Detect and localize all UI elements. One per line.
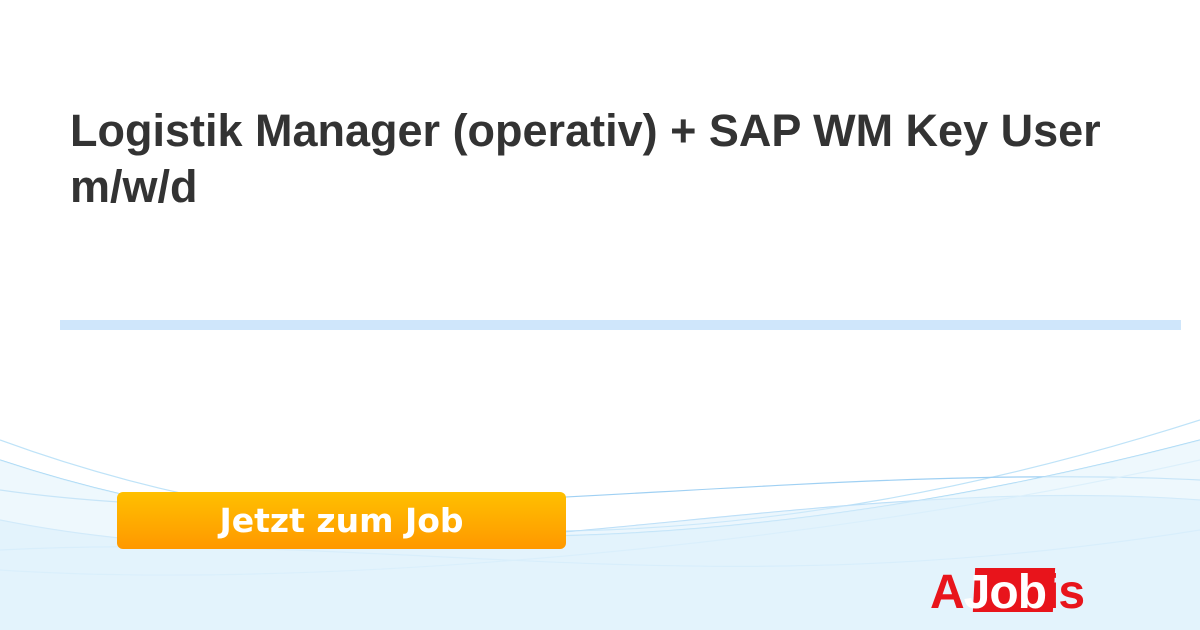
wave-background: [0, 419, 1200, 630]
apply-job-button[interactable]: Jetzt zum Job: [117, 492, 566, 549]
wave-fill: [0, 495, 1200, 630]
job-title: Logistik Manager (operativ) + SAP WM Key…: [70, 105, 1101, 212]
divider: [60, 320, 1181, 330]
